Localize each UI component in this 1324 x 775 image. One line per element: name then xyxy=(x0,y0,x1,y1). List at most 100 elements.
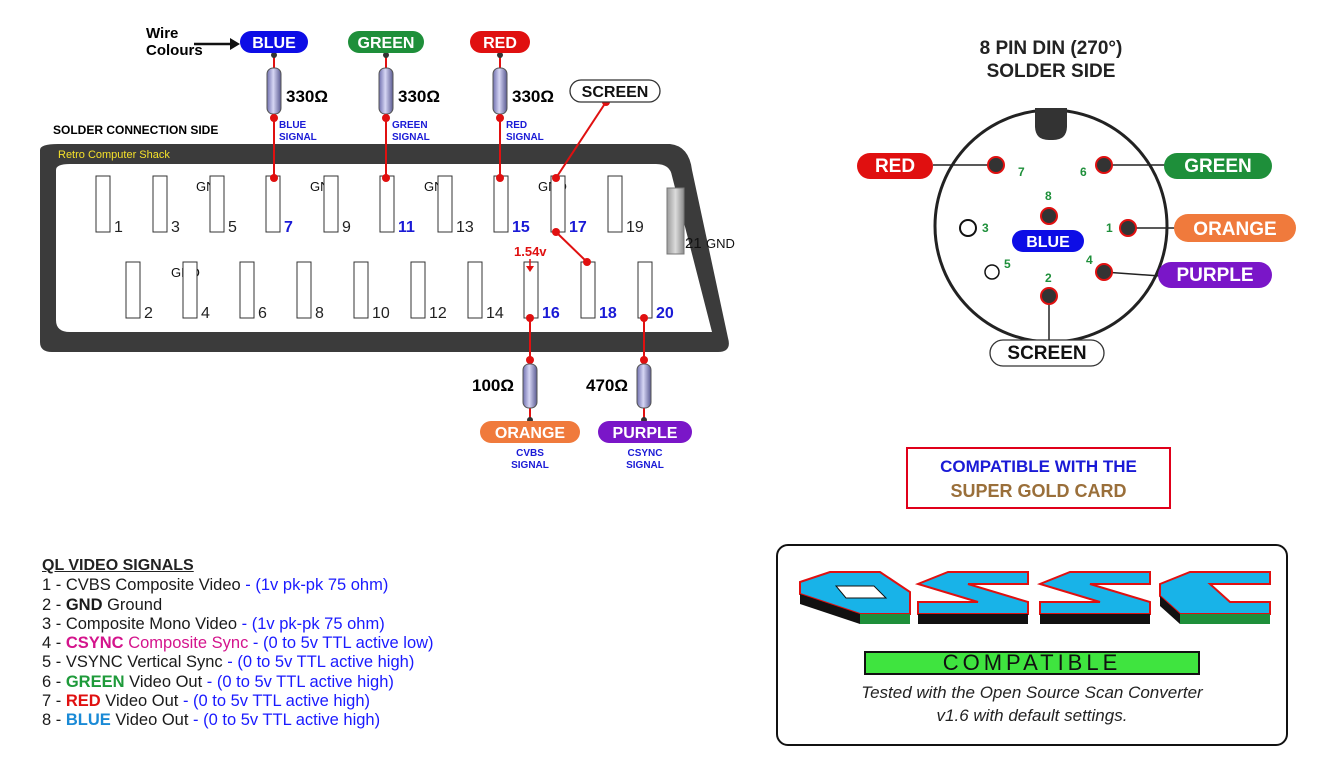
ossc-caption-2: v1.6 with default settings. xyxy=(936,706,1128,725)
din-title: SOLDER SIDE xyxy=(987,61,1116,82)
scart-pin-12-label: 12 xyxy=(429,305,447,322)
signal-desc: VSYNC Vertical Sync xyxy=(65,653,223,672)
scart-pin-7-slot xyxy=(265,175,281,233)
resistor-value: 100Ω xyxy=(472,376,514,395)
signal-desc: CVBS Composite Video xyxy=(65,576,241,595)
pin-21-ground-tab xyxy=(666,187,685,255)
signal-number: 3 - xyxy=(42,614,66,633)
scart-pin-17-slot xyxy=(550,175,566,233)
scart-pin-19-slot xyxy=(607,175,623,233)
blue-wire xyxy=(266,52,282,182)
blue-wire-tag: BLUE xyxy=(240,31,308,53)
scart-pin-3-slot xyxy=(152,175,168,233)
signal-row: 1 - CVBS Composite Video - (1v pk-pk 75 … xyxy=(42,576,434,595)
signal-label: SIGNAL xyxy=(626,460,664,471)
ql-video-signals: QL VIDEO SIGNALS 1 - CVBS Composite Vide… xyxy=(42,556,434,731)
scart-pin-18-label: 18 xyxy=(599,305,617,322)
svg-text:SCREEN: SCREEN xyxy=(582,84,649,101)
signal-row: 4 - CSYNC Composite Sync - (0 to 5v TTL … xyxy=(42,634,434,653)
signal-number: 7 - xyxy=(42,692,66,711)
signal-spec: - (0 to 5v TTL active high) xyxy=(188,711,381,730)
svg-text:RED: RED xyxy=(875,156,915,177)
ossc-caption-1: Tested with the Open Source Scan Convert… xyxy=(861,683,1203,702)
scart-pin-9-slot xyxy=(323,175,339,233)
signal-row: 7 - RED Video Out - (0 to 5v TTL active … xyxy=(42,692,434,711)
super-gold-card-box: COMPATIBLE WITH THE SUPER GOLD CARD xyxy=(906,447,1171,509)
din-pin-4 xyxy=(1095,263,1113,281)
svg-text:RED: RED xyxy=(483,35,517,52)
signal-label: SIGNAL xyxy=(392,132,430,143)
din-pin-2 xyxy=(1040,287,1058,305)
signal-number: 4 - xyxy=(42,634,66,653)
signal-key: BLUE xyxy=(65,711,111,730)
wire-colours-label: Wire xyxy=(146,25,178,42)
svg-text:ORANGE: ORANGE xyxy=(495,425,566,442)
din-screen-tag: SCREEN xyxy=(989,339,1105,367)
svg-text:BLUE: BLUE xyxy=(1026,234,1070,251)
voltage-label: 1.54v xyxy=(514,244,547,259)
signal-key: RED xyxy=(65,692,101,711)
red-wire-tag: RED xyxy=(470,31,530,53)
signal-desc: Ground xyxy=(102,595,163,614)
scart-pin-5-slot xyxy=(209,175,225,233)
wire-colours-label: Colours xyxy=(146,42,203,59)
red-wire xyxy=(492,52,508,182)
signal-label: BLUE xyxy=(279,120,307,131)
scart-pin-2-label: 2 xyxy=(144,305,153,322)
scart-pin-11-label: 11 xyxy=(398,219,415,236)
screen-wire xyxy=(555,101,607,179)
din-pin-number: 6 xyxy=(1080,165,1087,179)
din-pin-3 xyxy=(959,219,977,237)
signal-desc: Composite Sync xyxy=(123,634,249,653)
resistor-value: 330Ω xyxy=(512,87,554,106)
signal-key: GND xyxy=(65,595,103,614)
signal-key: GREEN xyxy=(65,672,125,691)
scart-pin-20-label: 20 xyxy=(656,305,674,322)
scart-pin-4-slot xyxy=(182,261,198,319)
din-orange-tag: ORANGE xyxy=(1174,214,1296,242)
scart-pin-6-slot xyxy=(239,261,255,319)
scart-pin-15-label: 15 xyxy=(512,219,530,236)
din-purple-tag: PURPLE xyxy=(1158,262,1272,288)
signal-key: CSYNC xyxy=(65,634,124,653)
signal-label: SIGNAL xyxy=(506,132,544,143)
signal-label: CVBS xyxy=(516,448,544,459)
din-pin-7 xyxy=(987,156,1005,174)
scart-pin-19-label: 19 xyxy=(626,219,644,236)
arrow-down-icon xyxy=(526,266,534,272)
signal-spec: - (0 to 5v TTL active high) xyxy=(222,653,415,672)
signal-spec: - (0 to 5v TTL active high) xyxy=(178,692,371,711)
din-pin-number: 3 xyxy=(982,221,989,235)
scart-pin-2-slot xyxy=(125,261,141,319)
scart-pin-3-label: 3 xyxy=(171,219,180,236)
solder-side-label: SOLDER CONNECTION SIDE xyxy=(53,123,218,137)
din-pin-number: 8 xyxy=(1045,189,1052,203)
scart-pin-15-slot xyxy=(493,175,509,233)
scart-pin-1-slot xyxy=(95,175,111,233)
scart-pin-18-slot xyxy=(580,261,596,319)
signal-desc: Video Out xyxy=(124,672,203,691)
din-pin-5 xyxy=(984,264,1000,280)
svg-text:PURPLE: PURPLE xyxy=(613,425,678,442)
din-blue-tag: BLUE xyxy=(1012,230,1084,252)
scart-pin-9-label: 9 xyxy=(342,219,351,236)
din-key-notch xyxy=(1035,108,1067,140)
scart-pin-8-slot xyxy=(296,261,312,319)
scart-pin-17-label: 17 xyxy=(569,219,587,236)
svg-text:BLUE: BLUE xyxy=(252,35,296,52)
din-pin-6 xyxy=(1095,156,1113,174)
signal-row: 3 - Composite Mono Video - (1v pk-pk 75 … xyxy=(42,615,434,634)
signal-number: 6 - xyxy=(42,672,66,691)
signal-row: 6 - GREEN Video Out - (0 to 5v TTL activ… xyxy=(42,673,434,692)
signal-label: SIGNAL xyxy=(279,132,317,143)
signal-label: GREEN xyxy=(392,120,428,131)
signal-spec: - (1v pk-pk 75 ohm) xyxy=(237,614,385,633)
din-pin-1 xyxy=(1119,219,1137,237)
scart-pin-7-label: 7 xyxy=(284,219,293,236)
pin-21-gnd: GND xyxy=(706,236,735,251)
signal-label: SIGNAL xyxy=(511,460,549,471)
signal-label: CSYNC xyxy=(627,448,662,459)
green-wire-tag: GREEN xyxy=(348,31,424,53)
scart-pin-5-label: 5 xyxy=(228,219,237,236)
